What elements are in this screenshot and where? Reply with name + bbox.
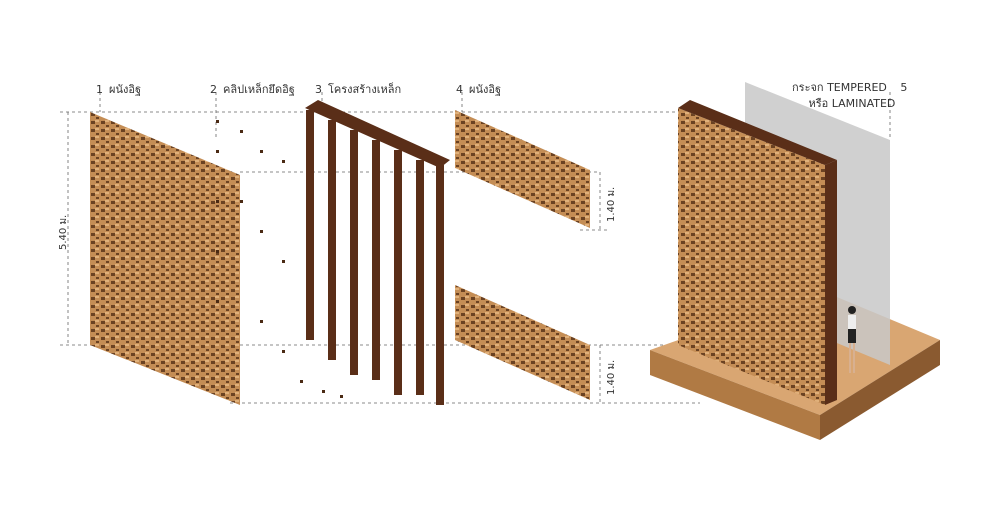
steel-clips bbox=[216, 120, 343, 398]
label-text: โครงสร้างเหล็ก bbox=[328, 83, 402, 96]
label-4: 4 ผนังอิฐ bbox=[456, 80, 501, 98]
label-text: คลิปเหล็กยึดอิฐ bbox=[223, 83, 295, 96]
label-number: 1 bbox=[96, 83, 103, 96]
label-text: กระจก TEMPERED bbox=[792, 81, 887, 94]
label-1: 1 ผนังอิฐ bbox=[96, 80, 141, 98]
label-5: กระจก TEMPERED 5 หรือ LAMINATED bbox=[792, 80, 913, 112]
steel-frame bbox=[305, 100, 450, 405]
assembled-brick-wall bbox=[678, 108, 825, 405]
brick-wall-panel-1 bbox=[90, 112, 240, 405]
assembled-steel-frame bbox=[678, 100, 837, 165]
label-text-2: หรือ LAMINATED bbox=[808, 97, 896, 110]
dimension-module-bottom: 1.40 ม. bbox=[606, 359, 617, 395]
label-number: 5 bbox=[900, 81, 908, 94]
brick-module-top bbox=[455, 110, 590, 228]
label-number: 3 bbox=[315, 83, 322, 96]
label-2: 2 คลิปเหล็กยึดอิฐ bbox=[210, 80, 295, 98]
label-3: 3 โครงสร้างเหล็ก bbox=[315, 80, 401, 98]
dimension-module-top: 1.40 ม. bbox=[606, 186, 617, 222]
dimension-height: 5.40 ม. bbox=[58, 214, 69, 250]
label-number: 4 bbox=[456, 83, 463, 96]
brick-module-bottom bbox=[455, 285, 590, 400]
label-number: 2 bbox=[210, 83, 217, 96]
label-text: ผนังอิฐ bbox=[109, 83, 142, 96]
label-text: ผนังอิฐ bbox=[469, 83, 502, 96]
person-figure bbox=[848, 306, 856, 373]
